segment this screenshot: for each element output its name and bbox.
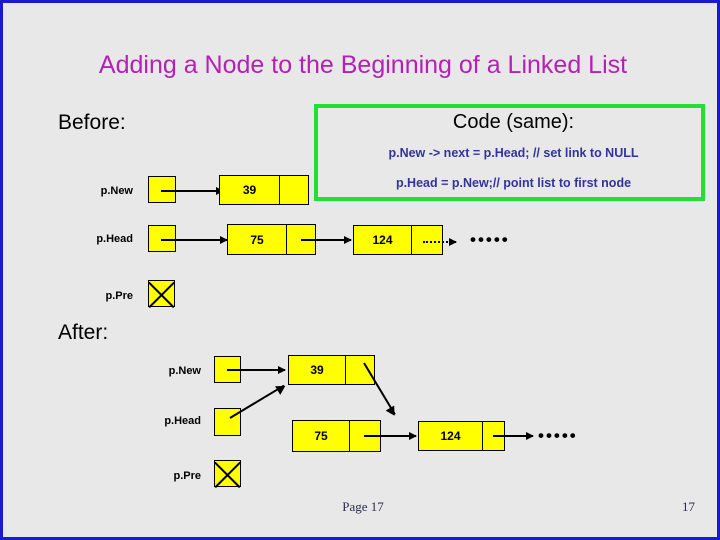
code-line-2: p.Head = p.New;// point list to first no…	[395, 176, 632, 190]
code-line-1: p.New -> next = p.Head; // set link to N…	[388, 146, 639, 160]
after-node-75-value: 75	[293, 421, 350, 451]
code-box: Code (same): p.New -> next = p.Head; // …	[314, 104, 705, 201]
before-node-124: 124	[353, 225, 443, 255]
after-arrow-node75-to-node124	[364, 431, 417, 440]
code-box-title: Code (same):	[452, 111, 575, 133]
after-ellipsis: •••••	[538, 426, 578, 445]
before-pointer-label-pnew: p.New	[100, 185, 133, 197]
footer-page-label: Page 17	[342, 499, 384, 514]
after-arrow-node124-to-rest	[493, 431, 534, 440]
after-arrow-node39-to-node75	[363, 362, 396, 415]
after-heading: After:	[58, 321, 109, 344]
after-pointer-label-ppre: p.Pre	[173, 470, 201, 482]
before-node-124-value: 124	[354, 226, 412, 254]
after-node-124-value: 124	[419, 422, 483, 450]
before-pointer-box-phead	[148, 225, 176, 252]
after-node-124: 124	[418, 421, 505, 451]
before-arrow-node75-to-node124	[301, 235, 352, 244]
after-node-39-value: 39	[289, 356, 346, 384]
after-pointer-label-phead: p.Head	[164, 415, 201, 427]
after-arrow-phead-to-node39	[229, 384, 285, 419]
before-node-75-value: 75	[228, 225, 287, 254]
after-pointer-label-pnew: p.New	[168, 365, 201, 377]
page-title: Adding a Node to the Beginning of a Link…	[98, 51, 628, 79]
before-ellipsis: •••••	[470, 230, 510, 249]
before-arrow-pnew-to-node39	[161, 186, 224, 195]
after-pointer-box-ppre-null	[214, 460, 241, 487]
before-node-124-link	[412, 226, 442, 254]
before-arrow-node124-to-rest	[423, 237, 457, 246]
before-node-39-link	[280, 176, 308, 204]
before-pointer-label-ppre: p.Pre	[105, 290, 133, 302]
footer-page-number: 17	[682, 499, 695, 514]
before-arrow-phead-to-node75	[161, 235, 228, 244]
before-node-39: 39	[219, 175, 309, 205]
before-heading: Before:	[58, 111, 126, 134]
before-node-39-value: 39	[220, 176, 280, 204]
after-node-39: 39	[288, 355, 375, 385]
before-pointer-label-phead: p.Head	[96, 233, 133, 245]
after-arrow-pnew-to-node39	[227, 365, 286, 374]
before-pointer-box-pnew	[148, 176, 176, 203]
before-pointer-box-ppre-null	[148, 280, 175, 307]
